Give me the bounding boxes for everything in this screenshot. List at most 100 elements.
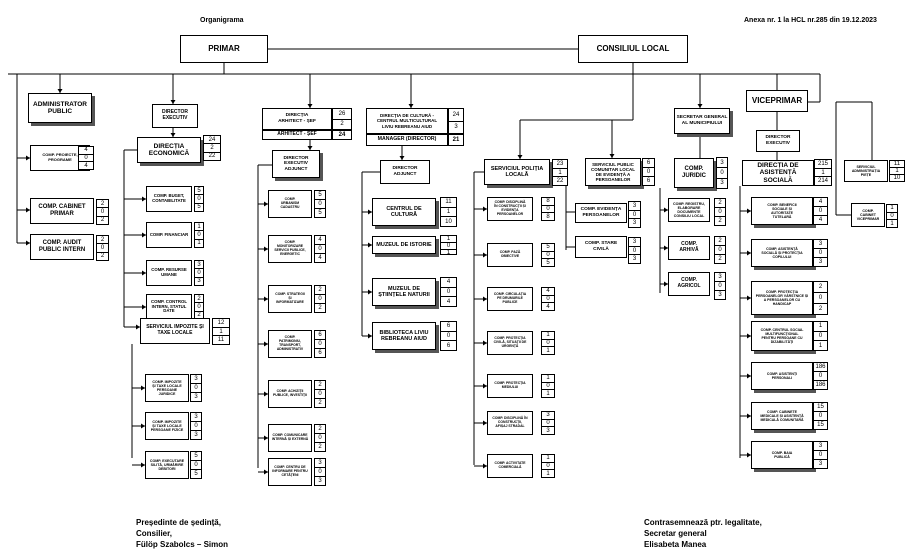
serviciul-piete-numbers-value: 10 [893,175,901,181]
arrow-head [483,340,487,346]
comp-stare-civila-box: COMP. STARE CIVILĂ [575,236,627,258]
directia-arhitect-top-numbers-value: 2 [340,121,344,128]
arrow-head [483,383,487,389]
secretar-general-box: SECRETAR GENERAL AL MUNICIPIULUI [674,108,730,134]
secretar-item-3-box: COMP. AGRICOL [668,272,710,296]
politie-item-6-numbers-value: 3 [546,427,550,434]
evidenta-persoanelor-numbers-value: 6 [643,159,654,168]
impozite-item-3-numbers-value: 5 [194,471,198,477]
connector-group [8,48,873,475]
arhitect-sef-box: ARHITECT - ȘEF [262,130,332,140]
comp-stare-civila-numbers-value: 3 [632,256,637,263]
vice-item-7-box: COMP. BAIA PUBLICĂ [751,441,813,469]
comp-juridic-numbers-value: 0 [717,168,727,179]
vice-item-7-numbers-value: 3 [814,442,827,451]
politie-item-4-box: COMP. PROTECȚIA CIVILĂ, SITUAȚII DE URGE… [487,331,533,355]
politie-item-6-numbers-value: 0 [542,420,554,428]
comp-audit-numbers-value: 2 [100,253,105,260]
vice-item-4-numbers-value: 1 [814,322,827,332]
arrow-head [368,289,372,295]
arhitect-item-1-numbers-value: 5 [318,210,322,216]
politie-item-5-box: COMP. PROTECȚIA MEDIULUI [487,374,533,398]
secretar-item-3-numbers-value: 3 [718,292,722,298]
politie-item-4-numbers-value: 1 [542,332,554,340]
vice-item-3-numbers-value: 2 [818,306,823,312]
viceprimar-box: VICEPRIMAR [746,90,808,112]
economica-item-2-box: COMP. FINANCIAR [146,222,192,248]
secretar-item-2-numbers-value: 0 [715,246,725,255]
arrow-head [408,104,414,108]
serviciul-piete-numbers-value: 11 [890,161,904,168]
cultura-item-1-numbers-value: 11 [441,198,456,208]
arrow-head [264,341,268,347]
arhitect-item-3-numbers-value: 2 [318,305,322,311]
economica-item-3-numbers-value: 0 [195,269,203,278]
arhitect-item-1-box: COMP. URBANISM CADASTRU [268,190,312,218]
economica-item-4-numbers-value: 2 [195,295,203,304]
comp-proiecte-numbers-value: 4 [79,147,93,155]
arhitect-item-1-numbers-value: 0 [315,200,325,209]
serviciul-piete-box: SERVICIUL ADMINISTRAȚIA PIEȚE [844,160,888,182]
evidenta-persoanelor-numbers-value: 0 [643,168,654,177]
arrow-head [142,196,146,202]
arrow-head [26,207,30,213]
arrow-head [141,423,145,429]
arrow-head [747,413,751,419]
arhitect-item-6-numbers-value: 2 [315,425,325,434]
impozite-item-1-numbers-value: 0 [191,384,201,393]
comp-audit-numbers-value: 0 [97,244,108,253]
page-title: Organigrama [200,17,244,24]
vice-item-2-numbers-value: 3 [814,240,827,249]
arhitect-item-5-numbers-value: 2 [318,400,322,406]
politia-locala-box: SERVICIUL POLIȚIA LOCALĂ [484,159,550,185]
vice-item-7-numbers-value: 3 [818,461,823,467]
signature-left-line: Președinte de ședință, [136,518,221,527]
secretar-item-3-numbers-value: 0 [715,282,725,291]
arrow-head [170,100,176,104]
comp-cabinet-viceprimar-numbers-value: 1 [890,220,894,227]
signature-right-line: Contrasemnează ptr. legalitate, [644,518,762,527]
comp-cabinet-primar-box: COMP. CABINET PRIMAR [30,198,94,224]
impozite-item-1-numbers-value: 3 [194,394,198,400]
arrow-head [368,242,372,248]
politie-item-3-numbers-value: 4 [546,303,550,310]
secretar-item-2-numbers-value: 2 [718,256,722,262]
politie-item-7-numbers-value: 1 [546,470,550,477]
arhitect-item-4-box: COMP. PATRIMONIU, TRANSPORT, ADMINISTRAT… [268,330,312,358]
arrow-head [483,206,487,212]
cultura-item-1-numbers-value: 1 [441,208,456,218]
directia-economica-box: DIRECȚIA ECONOMICĂ [137,137,201,163]
impozite-item-2-numbers-value: 3 [194,432,198,438]
arrow-head [142,304,146,310]
arrow-head [307,146,313,150]
arrow-head [483,463,487,469]
annex-reference: Anexa nr. 1 la HCL nr.285 din 19.12.2023 [744,17,877,24]
arhitect-sef-total: 24 [332,130,352,140]
vice-item-6-box: COMP. CABINETE MEDICALE ȘI ASISTENȚĂ MED… [751,402,813,430]
comp-audit-numbers-value: 2 [97,236,108,245]
politie-item-5-numbers-value: 1 [542,375,554,383]
manager-director-box: MANAGER (DIRECTOR) [366,134,448,146]
politie-item-5-numbers-value: 0 [542,383,554,391]
director-adjunct-arhitect-box: DIRECTOR EXECUTIV ADJUNCT [272,150,320,178]
directia-arhitect-top-numbers-value: 26 [333,109,351,120]
arhitect-item-4-numbers-value: 0 [315,340,325,349]
comp-evidenta-numbers-value: 3 [629,202,640,211]
arrow-head [307,104,313,108]
signature-left-line: Consilier, [136,529,173,538]
serviciul-piete-numbers-value: 1 [890,168,904,175]
arhitect-item-7-numbers-value: 0 [315,468,325,477]
impozite-item-2-numbers-value: 3 [191,413,201,422]
vice-item-2-numbers-value: 0 [814,249,827,258]
cultura-item-4-numbers-value: 0 [441,332,456,342]
